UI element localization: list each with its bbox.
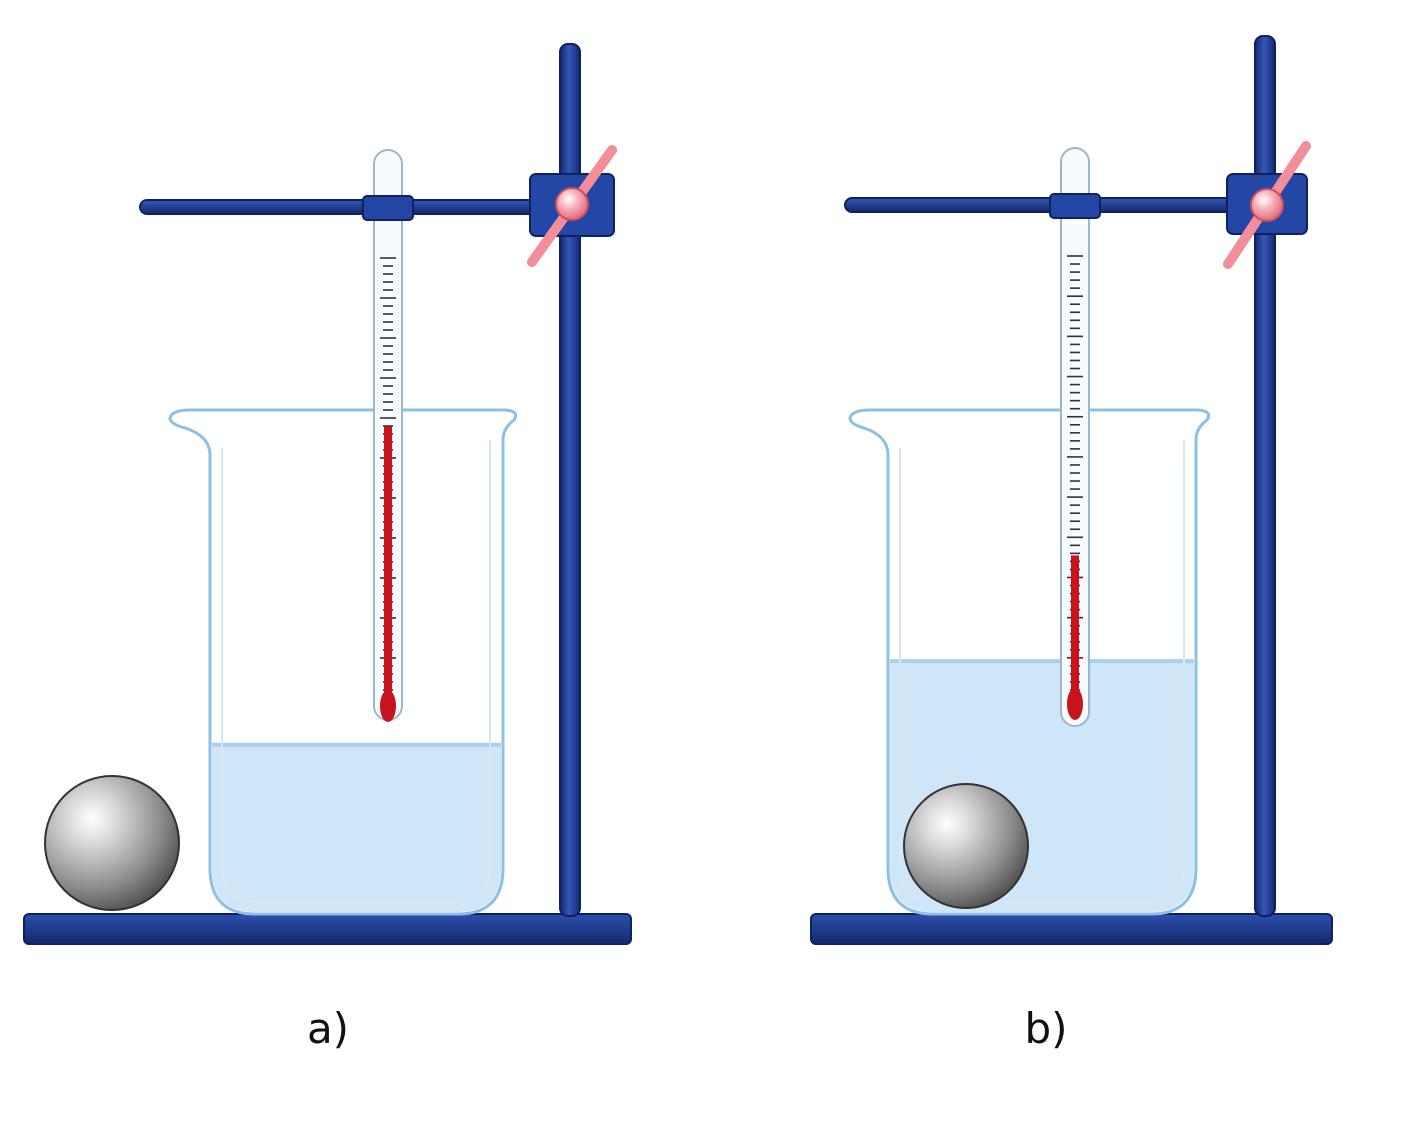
mercury-bulb <box>1067 688 1083 720</box>
panel-b <box>810 35 1333 945</box>
beaker-glass <box>168 408 518 916</box>
metal-ball <box>903 783 1029 909</box>
panel-label-b: b) <box>1024 1004 1068 1053</box>
mercury-bulb <box>380 690 396 722</box>
mercury-column <box>1071 555 1079 706</box>
thermometer-tube <box>1060 147 1090 727</box>
clamp-arm <box>139 199 541 215</box>
thermometer <box>1060 147 1090 727</box>
stand-rod <box>1254 35 1276 917</box>
stand-rod <box>559 43 581 917</box>
panel-a <box>23 43 632 945</box>
clamp-knob <box>555 187 589 221</box>
thermometer-clamp <box>362 195 414 221</box>
mercury-column <box>384 426 392 706</box>
clamp-knob <box>1250 188 1284 222</box>
beaker-inner-edge <box>221 440 491 903</box>
metal-ball <box>44 775 180 911</box>
stand-base <box>23 913 632 945</box>
beaker-glass <box>848 408 1211 916</box>
thermometer <box>373 149 403 722</box>
thermometer-clamp <box>1049 193 1101 219</box>
beaker <box>168 408 518 916</box>
stand-base <box>810 913 1333 945</box>
beaker-water <box>212 744 501 912</box>
clamp-arm <box>844 197 1236 213</box>
beaker-inner-edge <box>899 440 1185 903</box>
panel-label-a: a) <box>306 1004 350 1053</box>
